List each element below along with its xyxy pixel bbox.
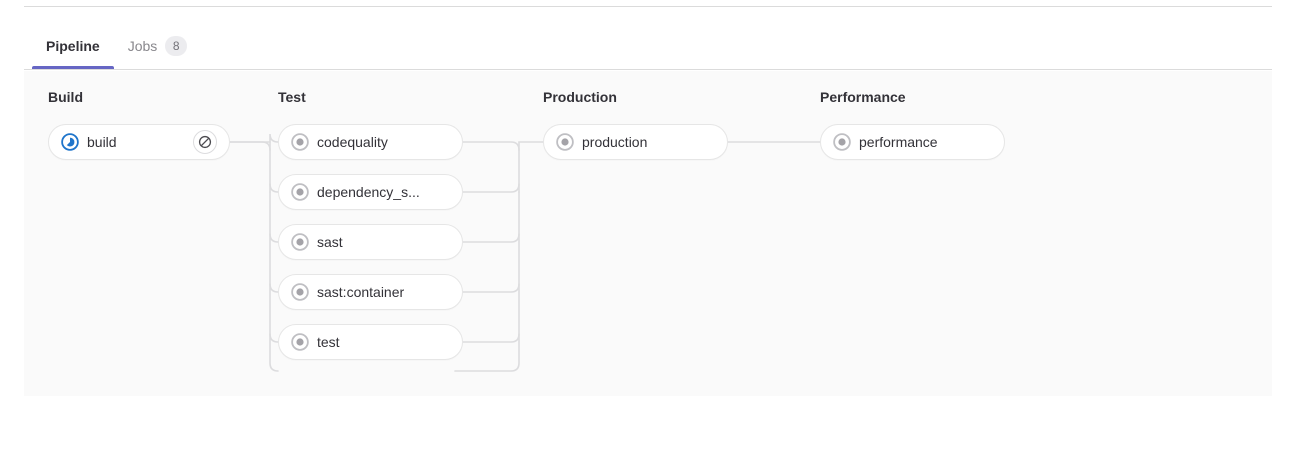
job-link-sast-container[interactable]: sast:container: [291, 283, 450, 301]
job-link-codequality[interactable]: codequality: [291, 133, 450, 151]
job-node-test[interactable]: test: [278, 324, 463, 360]
top-divider: [24, 6, 1272, 7]
status-created-icon: [291, 233, 309, 251]
pipeline-graph-panel: Build build: [24, 71, 1272, 396]
stage-jobs-test: codequality dependency_s...: [278, 124, 463, 360]
job-name-test: test: [317, 334, 340, 350]
stage-title-performance: Performance: [820, 89, 906, 105]
job-node-sast[interactable]: sast: [278, 224, 463, 260]
tab-jobs-label: Jobs: [127, 37, 158, 54]
status-created-icon: [291, 333, 309, 351]
cancel-icon[interactable]: [193, 130, 217, 154]
job-node-performance[interactable]: performance: [820, 124, 1005, 160]
stage-jobs-production: production: [543, 124, 728, 160]
job-node-build[interactable]: build: [48, 124, 230, 160]
status-created-icon: [833, 133, 851, 151]
status-created-icon: [556, 133, 574, 151]
job-link-dependency-scanning[interactable]: dependency_s...: [291, 183, 450, 201]
job-link-test[interactable]: test: [291, 333, 450, 351]
stage-title-production: Production: [543, 89, 617, 105]
job-name-build: build: [87, 134, 117, 150]
job-name-sast-container: sast:container: [317, 284, 405, 300]
status-created-icon: [291, 133, 309, 151]
tab-pipeline[interactable]: Pipeline: [32, 22, 114, 69]
job-name-performance: performance: [859, 134, 938, 150]
job-link-build[interactable]: build: [61, 133, 193, 151]
stage-jobs-performance: performance: [820, 124, 1005, 160]
tab-bar: Pipeline Jobs 8: [24, 22, 1272, 70]
job-name-sast: sast: [317, 234, 343, 250]
job-name-production: production: [582, 134, 648, 150]
job-link-performance[interactable]: performance: [833, 133, 992, 151]
status-created-icon: [291, 183, 309, 201]
job-link-sast[interactable]: sast: [291, 233, 450, 251]
tab-jobs-count-badge: 8: [165, 35, 188, 56]
job-name-dependency-scanning: dependency_s...: [317, 184, 420, 200]
job-node-production[interactable]: production: [543, 124, 728, 160]
job-node-dependency-scanning[interactable]: dependency_s...: [278, 174, 463, 210]
stage-title-build: Build: [48, 89, 83, 105]
pipeline-connectors: [221, 133, 821, 372]
tab-jobs[interactable]: Jobs 8: [114, 22, 202, 69]
status-running-icon: [61, 133, 79, 151]
job-node-codequality[interactable]: codequality: [278, 124, 463, 160]
status-created-icon: [291, 283, 309, 301]
pipeline-graph: Build build: [24, 71, 1272, 396]
stage-jobs-build: build: [48, 124, 230, 160]
job-link-production[interactable]: production: [556, 133, 715, 151]
stage-title-test: Test: [278, 89, 306, 105]
job-node-sast-container[interactable]: sast:container: [278, 274, 463, 310]
tab-pipeline-label: Pipeline: [46, 37, 100, 54]
job-name-codequality: codequality: [317, 134, 388, 150]
cancel-glyph: [198, 135, 212, 149]
